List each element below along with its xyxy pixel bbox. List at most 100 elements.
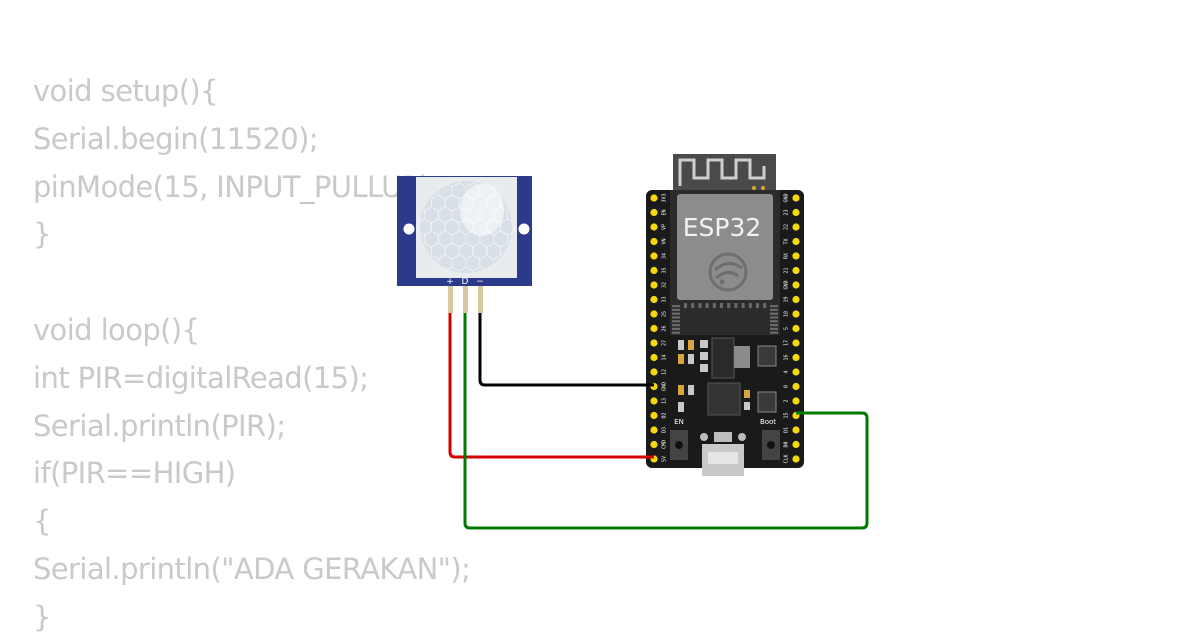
right-pin-pad[interactable]: [792, 223, 800, 231]
right-pin-pad[interactable]: [792, 382, 800, 391]
left-pin-pad[interactable]: [650, 295, 658, 304]
left-pin-pad[interactable]: [650, 252, 658, 260]
code-line: }: [33, 599, 51, 634]
right-pin-pad[interactable]: [792, 295, 800, 304]
pir-pin-label-gnd: −: [476, 277, 484, 287]
transistor: [757, 391, 777, 413]
right-pin-label: RX: [784, 253, 790, 259]
pir-pin-label-data: D: [462, 277, 469, 287]
wire-vcc[interactable]: [448, 312, 654, 459]
right-pin-label: 19: [784, 296, 790, 302]
right-pin-label: 5: [784, 327, 790, 330]
left-pin-label: VP: [662, 224, 668, 230]
left-pin-pad[interactable]: [650, 208, 658, 217]
left-pin-pad[interactable]: [650, 223, 658, 231]
smd-components: [678, 340, 750, 412]
left-pin-label: 3V3: [662, 193, 668, 202]
metal-shield: [677, 194, 773, 300]
right-pin-pad[interactable]: [792, 455, 800, 463]
left-pin-pad[interactable]: [650, 426, 658, 434]
left-pin-label: 32: [662, 282, 668, 288]
right-pin-pad[interactable]: [792, 208, 800, 217]
left-pin-pad[interactable]: [650, 339, 658, 347]
left-pin-header: 3V3ENVPVN343532332526271412GND13D2D3CMD5…: [650, 193, 668, 463]
right-pin-pad[interactable]: [792, 397, 800, 405]
right-pin-label: 21: [784, 267, 790, 273]
left-pin-pad[interactable]: [650, 411, 658, 420]
pir-pins: [448, 286, 483, 313]
antenna-pad: [761, 186, 765, 190]
right-pin-pad[interactable]: [792, 339, 800, 347]
left-pin-label: 35: [662, 267, 668, 273]
code-line: {: [33, 504, 51, 539]
right-pin-pad[interactable]: [792, 237, 800, 246]
right-pin-pad[interactable]: [792, 440, 800, 449]
left-pin-label: VN: [662, 238, 668, 244]
pir-pin-vcc: [448, 286, 453, 313]
boot-button[interactable]: [762, 430, 780, 460]
left-pin-label: 13: [662, 398, 668, 404]
wire-signal[interactable]: [463, 312, 869, 530]
left-pin-pad[interactable]: [650, 353, 658, 362]
left-pin-label: 27: [662, 340, 668, 346]
right-pin-label: GND: [784, 193, 790, 202]
right-pin-pad[interactable]: [792, 266, 800, 275]
code-line: }: [33, 217, 51, 252]
right-pin-pad[interactable]: [792, 310, 800, 318]
right-pin-label: GND: [784, 280, 790, 289]
right-pin-label: TX: [784, 238, 790, 244]
en-button[interactable]: [670, 430, 688, 460]
right-pin-pad[interactable]: [792, 426, 800, 434]
usb-uart-chip: [707, 382, 741, 416]
left-pin-pad[interactable]: [650, 237, 658, 246]
left-pin-pad[interactable]: [650, 194, 658, 202]
right-pin-label: 15: [784, 412, 790, 418]
wire-gnd[interactable]: [478, 312, 654, 387]
left-pin-pad[interactable]: [650, 397, 658, 405]
left-pin-label: 5V: [662, 456, 668, 462]
code-line: void loop(){: [33, 312, 200, 347]
pir-pin-gnd: [478, 286, 483, 313]
left-pin-pad[interactable]: [650, 368, 658, 376]
left-pin-pad[interactable]: [650, 266, 658, 275]
right-pin-pad[interactable]: [792, 324, 800, 333]
right-pin-label: 18: [784, 311, 790, 317]
esp32-board[interactable]: ESP32: [646, 154, 804, 476]
right-pin-pad[interactable]: [792, 368, 800, 376]
right-pin-label: 23: [784, 209, 790, 215]
right-pin-pad[interactable]: [792, 252, 800, 260]
left-pin-pad[interactable]: [650, 440, 658, 449]
code-line: Serial.println("ADA GERAKAN");: [33, 551, 471, 586]
esp32-title: ESP32: [683, 213, 762, 242]
left-pin-label: D3: [662, 427, 668, 433]
right-pin-label: 22: [784, 224, 790, 230]
right-pin-pad[interactable]: [792, 194, 800, 202]
en-button-label: EN: [674, 418, 684, 426]
code-line: Serial.begin(11520);: [33, 121, 319, 156]
left-pin-pad[interactable]: [650, 324, 658, 333]
code-line: if(PIR==HIGH): [33, 456, 236, 491]
left-pin-label: CMD: [662, 440, 668, 449]
pir-sensor[interactable]: + D −: [397, 176, 532, 313]
usb-connector: [700, 432, 746, 476]
wires: [448, 312, 869, 530]
antenna-trace: [678, 158, 766, 186]
pir-pin-labels: + D −: [446, 277, 484, 287]
right-pin-pad[interactable]: [792, 353, 800, 362]
left-pin-label: GND: [662, 382, 668, 391]
code-line: Serial.println(PIR);: [33, 408, 286, 443]
right-pin-label: 0: [784, 385, 790, 388]
left-pin-label: 14: [662, 354, 668, 360]
left-pin-pad[interactable]: [650, 281, 658, 289]
right-pin-label: 2: [784, 399, 790, 402]
right-pin-label: D0: [784, 441, 790, 447]
espressif-logo-icon: [708, 252, 748, 292]
left-pin-pad[interactable]: [650, 310, 658, 318]
left-pin-label: 26: [662, 325, 668, 331]
boot-button-label: Boot: [760, 418, 776, 426]
right-pin-pad[interactable]: [792, 281, 800, 289]
left-pin-label: D2: [662, 412, 668, 418]
module-pads: [672, 303, 778, 334]
